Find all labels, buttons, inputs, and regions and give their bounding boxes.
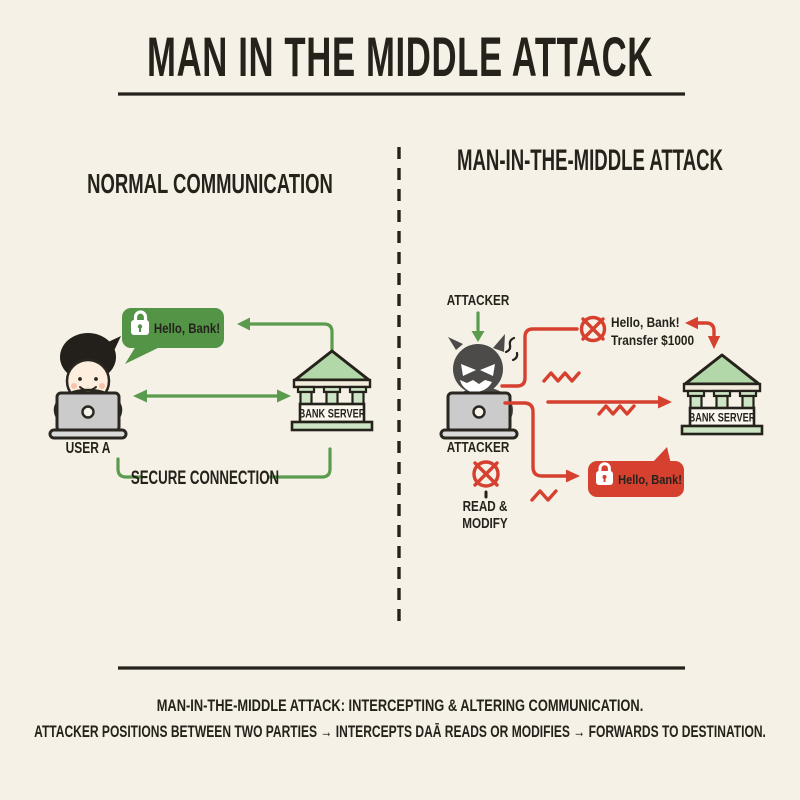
secure-connection-bracket-right bbox=[267, 447, 332, 479]
user-eye-right bbox=[94, 377, 98, 381]
attacker-label-bottom: ATTACKER bbox=[447, 439, 510, 456]
footer-line2: ATTACKER POSITIONS BETWEEN TWO PARTIES →… bbox=[34, 722, 766, 741]
user-label: USER A bbox=[66, 438, 111, 456]
user-server-arrowhead-left bbox=[133, 389, 147, 403]
read-modify-label-line1: READ & bbox=[463, 498, 508, 515]
user-laptop-icon bbox=[48, 391, 128, 440]
intercepted-blocked-icon bbox=[579, 315, 607, 343]
user-server-arrowhead-right bbox=[277, 389, 291, 403]
lock-icon bbox=[596, 462, 613, 485]
user-hair-tuft bbox=[106, 336, 121, 353]
attacker-horn-left bbox=[448, 337, 463, 350]
attack-heading: MAN-IN-THE-MIDDLE ATTACK bbox=[457, 144, 723, 178]
attacker-squiggle-1 bbox=[504, 336, 516, 354]
forged-message-text: Hello, Bank! bbox=[618, 472, 682, 487]
attacker-to-forged-arrow bbox=[503, 401, 569, 478]
read-modify-label-line2: MODIFY bbox=[462, 515, 507, 532]
attacker-pointer-arrowhead bbox=[471, 331, 485, 342]
attacker-head bbox=[453, 344, 503, 394]
secure-connection-bracket-left bbox=[116, 457, 143, 479]
attacker-laptop-icon bbox=[439, 391, 519, 440]
attacker-to-server-arrowhead bbox=[658, 395, 672, 409]
server-to-user-arrow bbox=[246, 322, 334, 352]
attacker-to-forged-arrowhead bbox=[566, 469, 580, 483]
devil-attacker-icon bbox=[439, 334, 519, 440]
signal-zigzag-2 bbox=[597, 404, 636, 416]
user-cheek-left bbox=[71, 383, 77, 389]
intercepted-message-line2: Transfer $1000 bbox=[611, 332, 694, 348]
attacker-eye-left bbox=[461, 364, 476, 376]
secure-message-text: Hello, Bank! bbox=[154, 321, 220, 336]
server-return-arrow bbox=[688, 321, 716, 342]
page-title: MAN IN THE MIDDLE ATTACK bbox=[147, 26, 653, 89]
forged-message-bubble: Hello, Bank! bbox=[588, 447, 684, 497]
signal-zigzag-1 bbox=[542, 371, 581, 383]
server-return-arrowhead-left bbox=[685, 316, 698, 330]
attack-panel: MAN-IN-THE-MIDDLE ATTACK ATTACKER ATTACK… bbox=[439, 144, 764, 532]
lock-icon bbox=[131, 310, 149, 335]
bank-server-label: BANK SERVER bbox=[299, 409, 366, 421]
bank-columns bbox=[686, 389, 758, 415]
footer-line1: MAN-IN-THE-MIDDLE ATTACK: INTERCEPTING &… bbox=[157, 698, 644, 716]
normal-panel: NORMAL COMMUNICATION Hello, Bank! bbox=[48, 169, 374, 489]
forged-bubble-body bbox=[588, 461, 684, 497]
bank-building-icon: BANK SERVER bbox=[680, 353, 764, 436]
attacker-eye-right bbox=[480, 364, 495, 376]
forged-bubble-tail bbox=[652, 447, 671, 464]
bubble-body bbox=[122, 308, 224, 348]
bank-roof bbox=[293, 349, 371, 382]
server-to-user-arrowhead bbox=[237, 317, 250, 331]
signal-zigzag-3 bbox=[530, 489, 558, 502]
intercepted-message-line1: Hello, Bank! bbox=[611, 314, 680, 330]
secure-message-bubble: Hello, Bank! bbox=[122, 308, 224, 364]
normal-heading: NORMAL COMMUNICATION bbox=[87, 169, 333, 200]
attacker-squiggle-2 bbox=[511, 351, 519, 362]
read-modify-blocked-icon bbox=[472, 460, 500, 488]
bank-roof bbox=[683, 353, 761, 386]
bank-base bbox=[680, 424, 764, 436]
attacker-label-top: ATTACKER bbox=[447, 292, 510, 309]
bank-building-icon: BANK SERVER bbox=[290, 349, 374, 432]
bank-base bbox=[290, 420, 374, 432]
bank-server-label: BANK SERVER bbox=[689, 413, 756, 425]
attacker-to-intercepted-line bbox=[500, 327, 579, 388]
user-eye-left bbox=[78, 377, 82, 381]
secure-connection-label: SECURE CONNECTION bbox=[131, 468, 279, 489]
bubble-tail bbox=[125, 346, 162, 364]
attacker-grin bbox=[460, 380, 492, 393]
server-return-arrowhead-down bbox=[707, 336, 721, 349]
user-figure bbox=[48, 333, 128, 440]
user-cheek-right bbox=[99, 383, 105, 389]
attacker-horn-right bbox=[493, 334, 505, 352]
